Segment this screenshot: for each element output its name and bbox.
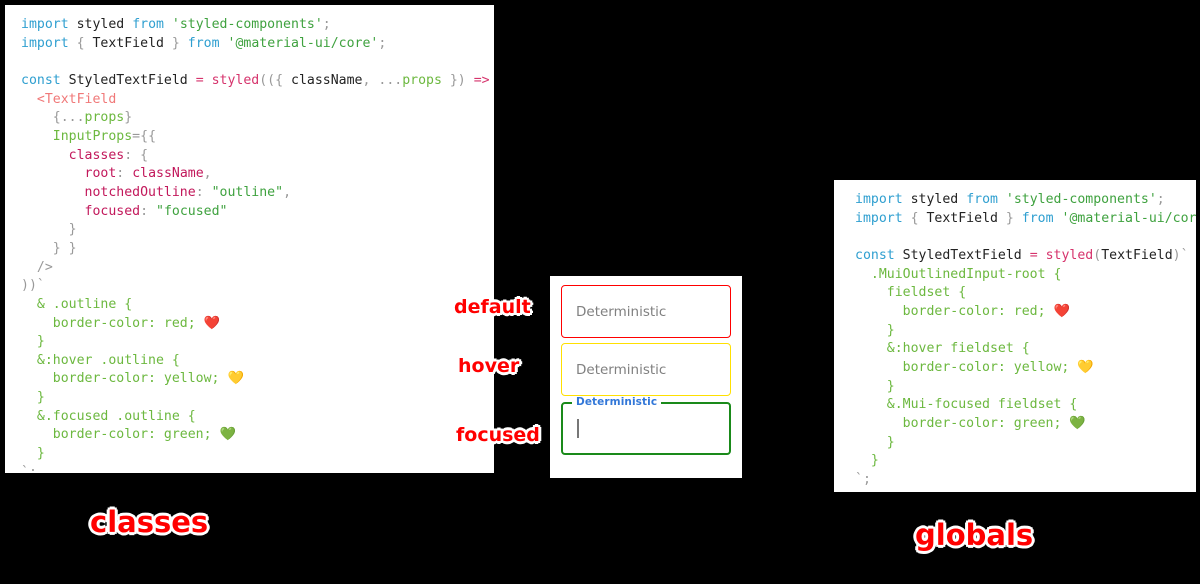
code-block-globals[interactable]: import styled from 'styled-components'; … (855, 192, 1196, 487)
textfield-hover[interactable]: Deterministic (561, 343, 731, 396)
code-block-classes[interactable]: import styled from 'styled-components'; … (21, 17, 490, 473)
text-caret (577, 419, 579, 438)
annotation-hover: hover (458, 355, 520, 377)
textfield-demo-panel: Deterministic Deterministic Deterministi… (550, 276, 742, 478)
caption-classes: classes (90, 505, 209, 539)
annotation-default: default (454, 296, 531, 318)
textfield-focused-label: Deterministic (572, 396, 662, 408)
textfield-focused[interactable]: Deterministic (561, 396, 731, 455)
textfield-hover-value: Deterministic (576, 361, 667, 378)
code-panel-globals: import styled from 'styled-components'; … (834, 180, 1196, 492)
textfield-default[interactable]: Deterministic (561, 285, 731, 338)
textfield-default-value: Deterministic (576, 303, 667, 320)
code-panel-classes: import styled from 'styled-components'; … (5, 5, 494, 473)
annotation-focused: focused (456, 424, 540, 446)
caption-globals: globals (915, 518, 1034, 552)
